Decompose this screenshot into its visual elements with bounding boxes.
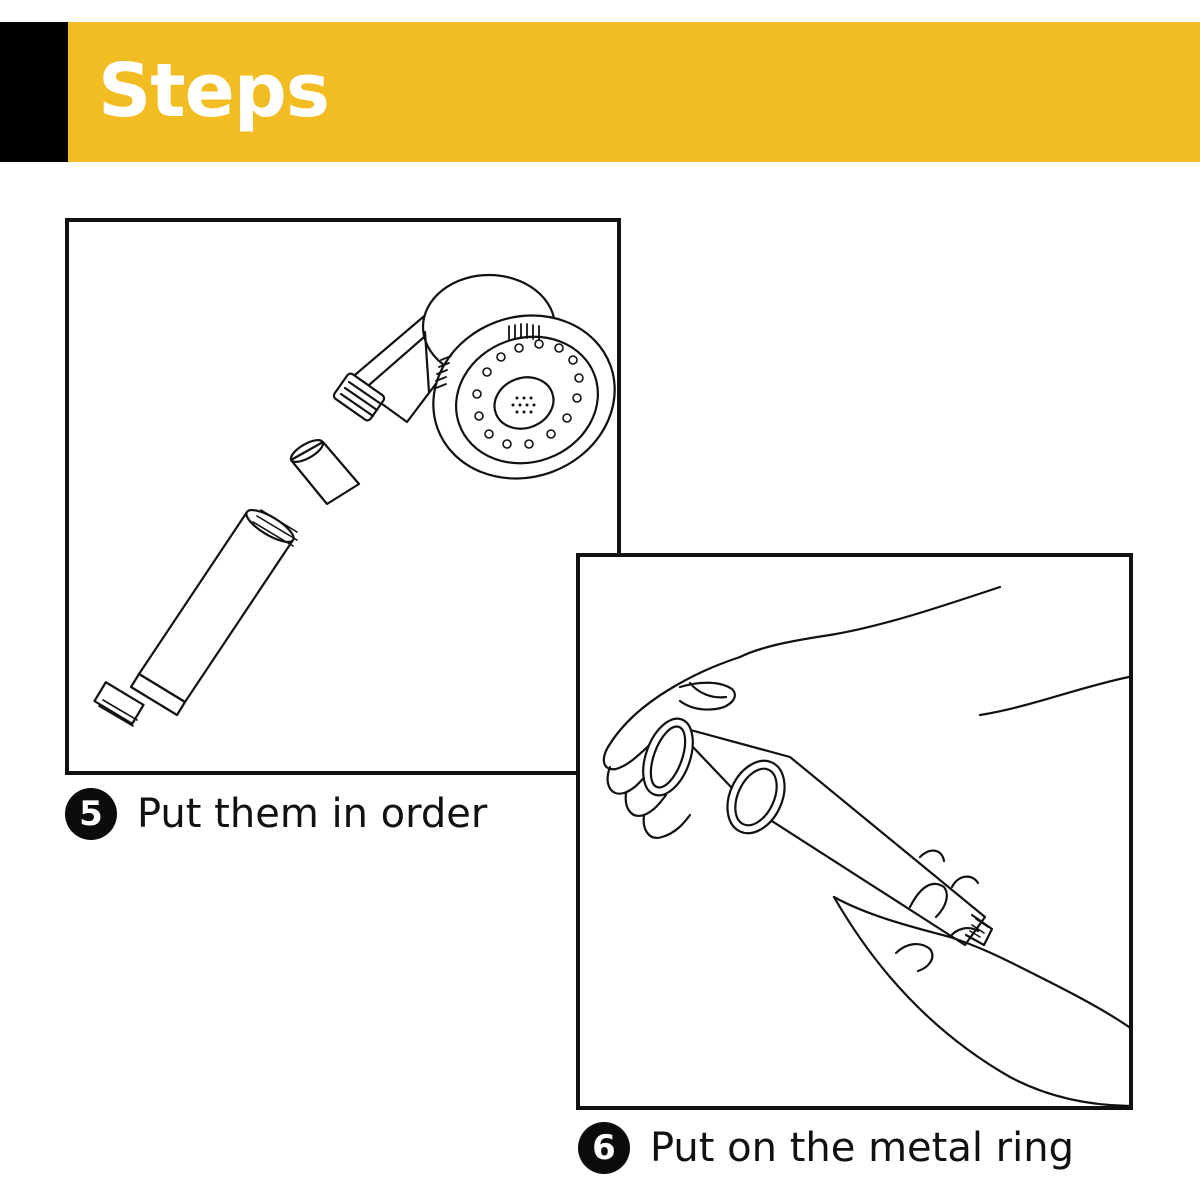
step-6-text: Put on the metal ring [650, 1125, 1074, 1171]
shower-head-parts-illustration [93, 273, 616, 727]
header-black-block [0, 22, 68, 162]
step-5-text: Put them in order [137, 791, 488, 837]
step-6-panel [576, 553, 1133, 1110]
step-6-number-badge: 6 [578, 1122, 630, 1174]
header-banner [68, 22, 1200, 162]
step-6-caption: 6 Put on the metal ring [578, 1122, 1074, 1174]
step-5-number-badge: 5 [65, 788, 117, 840]
hands-filter-illustration [602, 585, 1129, 1106]
step-5-panel [65, 218, 621, 775]
step-5-caption: 5 Put them in order [65, 788, 487, 840]
page-title: Steps [98, 48, 330, 134]
